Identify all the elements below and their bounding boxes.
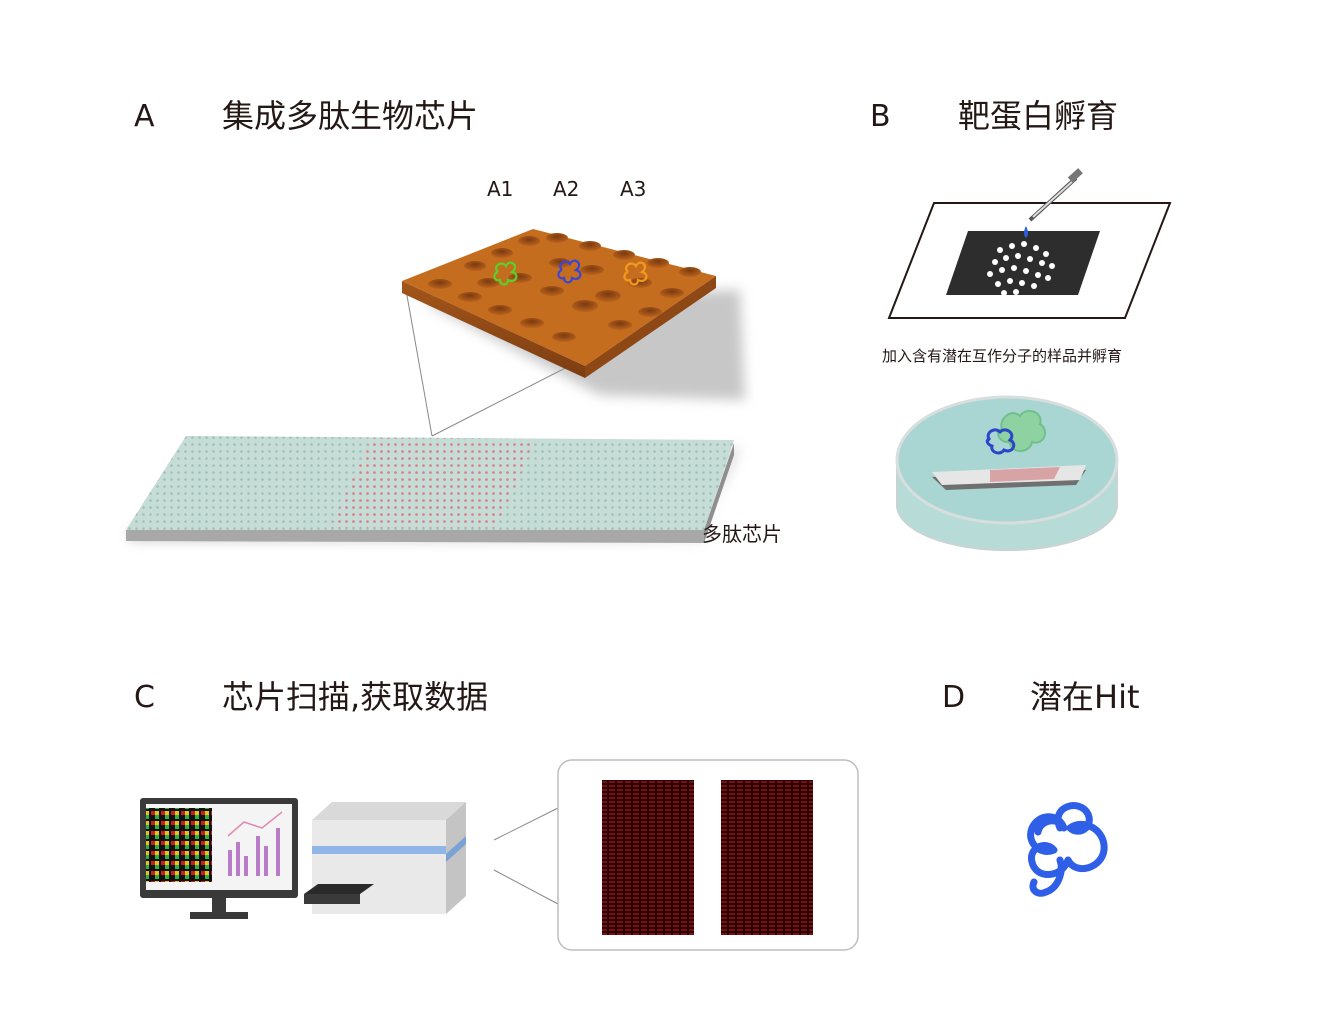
- monitor-icon: [140, 798, 298, 919]
- panel-d-letter: D: [942, 680, 966, 715]
- panel-c-letter: C: [134, 680, 155, 715]
- peptide-blue: [557, 259, 582, 284]
- panel-b-letter: B: [870, 99, 891, 134]
- well-label-a3: A3: [620, 177, 647, 201]
- panel-b-title: 靶蛋白孵育: [958, 97, 1119, 135]
- zoomed-chip-block: [402, 229, 716, 378]
- chip-label: 多肽芯片: [702, 522, 782, 546]
- pipette-icon: [1024, 168, 1083, 238]
- panel-a-letter: A: [134, 99, 155, 134]
- peptide-icon: [1027, 802, 1108, 897]
- peptide-orange: [623, 261, 648, 286]
- well-label-a1: A1: [487, 177, 514, 201]
- scanner-icon: [304, 802, 466, 914]
- petri-dish-icon: [895, 395, 1119, 551]
- scan-image-1: [602, 780, 694, 935]
- glass-slide: [126, 436, 740, 543]
- peptide-green: [493, 261, 518, 286]
- chip-highlight-region: [330, 438, 537, 528]
- panel-a-title: 集成多肽生物芯片: [222, 97, 479, 135]
- panel-b-caption: 加入含有潜在互作分子的样品并孵育: [882, 347, 1123, 365]
- well-label-a2: A2: [553, 177, 580, 201]
- panel-c-title: 芯片扫描,获取数据: [222, 678, 489, 716]
- panel-d-title: 潜在Hit: [1030, 678, 1140, 716]
- scan-image-2: [721, 780, 813, 935]
